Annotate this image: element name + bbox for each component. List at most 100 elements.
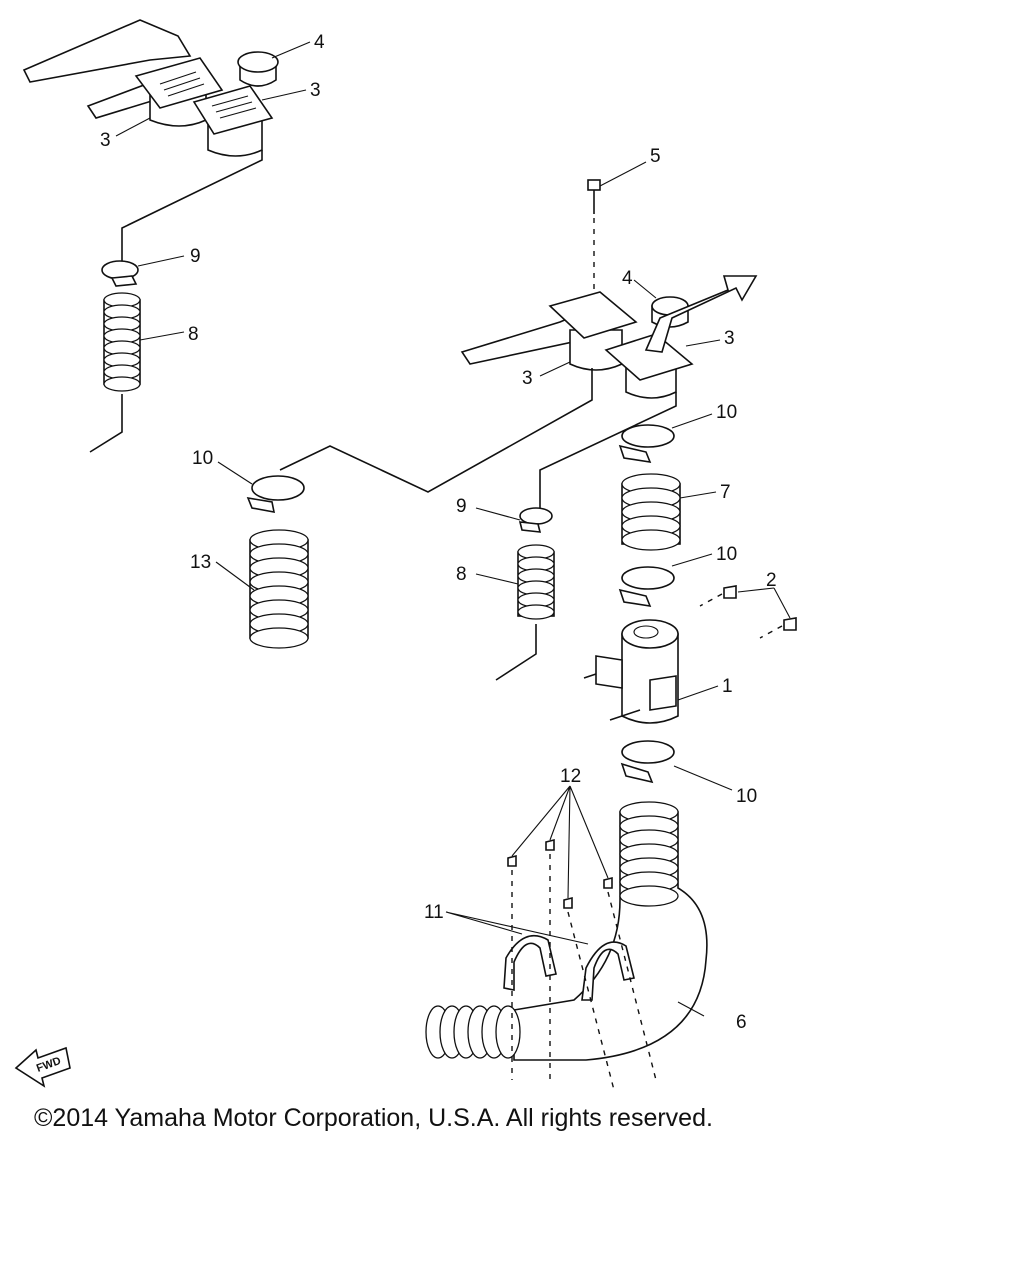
- vent-cap-top: [237, 51, 279, 73]
- leader-c11: [445, 911, 589, 945]
- connector-line-hose-8-center: [495, 624, 537, 681]
- callout-3-top-left: 3: [100, 130, 111, 151]
- leader-c7: [679, 491, 717, 499]
- hose-clamp-10-left: [251, 475, 305, 501]
- hose-strap-11-right: [581, 941, 635, 1001]
- hose-rib: [495, 1005, 521, 1059]
- callout-5: 5: [650, 146, 661, 167]
- leader-c8b: [475, 573, 519, 585]
- hose-13-assembly: [246, 475, 309, 649]
- copyright-notice: ©2014 Yamaha Motor Corporation, U.S.A. A…: [34, 1104, 713, 1132]
- leader-c5: [599, 161, 647, 187]
- leader-c4a: [271, 41, 311, 59]
- callout-10-left: 10: [192, 448, 213, 469]
- callout-3-top-right: 3: [310, 80, 321, 101]
- screw-2-upper-shank: [699, 593, 723, 607]
- part-1-cylinder-inner: [633, 625, 659, 639]
- connector-line-upper-left: [121, 150, 263, 262]
- hose-rib: [249, 627, 309, 649]
- screw-12-b: [545, 838, 555, 851]
- vent-flange-center-right: [604, 333, 694, 381]
- hose-strap-11-left: [503, 935, 557, 991]
- airflow-outlet-arrow: [644, 275, 758, 353]
- callout-9-left: 9: [190, 246, 201, 267]
- callout-8-left: 8: [188, 324, 199, 345]
- part-1-bracket-right: [649, 675, 677, 711]
- screw-12-c: [563, 896, 573, 909]
- callout-10-middle: 10: [716, 544, 737, 565]
- hose-6-body: [513, 811, 708, 1061]
- vent-grille-right: [211, 95, 257, 119]
- callout-4-top: 4: [314, 32, 325, 53]
- air-strip-upper: [22, 19, 192, 83]
- callout-10-top: 10: [716, 402, 737, 423]
- leader-c2: [737, 587, 791, 619]
- hose-clamp-10-bottom-screw: [620, 762, 654, 784]
- leader-c13: [215, 561, 255, 591]
- hose-8-center: [517, 544, 555, 620]
- part-1-mount-line-left: [583, 673, 597, 679]
- leader-lines: [115, 41, 791, 1017]
- callout-6: 6: [736, 1012, 747, 1033]
- hose-clamp-9-center-screw: [518, 521, 542, 533]
- hose-clamp-10-top: [621, 424, 675, 448]
- hose-clamp-10-middle-screw: [618, 588, 652, 608]
- callout-2: 2: [766, 570, 777, 591]
- part-1-mount-line-lower: [609, 709, 641, 721]
- hose-6-elbow: [425, 801, 708, 1061]
- leader-c10c: [217, 461, 253, 485]
- callout-4-center: 4: [622, 268, 633, 289]
- forward-arrow-icon: [14, 1046, 71, 1088]
- callout-3-center-left: 3: [522, 368, 533, 389]
- upper-left-vent-assembly: [22, 19, 279, 453]
- connector-line-to-clamp-9: [539, 392, 677, 508]
- leader-c9a: [137, 255, 185, 267]
- vent-grille-left: [159, 71, 205, 97]
- leader-c9b: [475, 507, 521, 521]
- leader-c8a: [139, 331, 185, 341]
- hose-rib: [621, 529, 681, 551]
- screw-12-d: [603, 876, 613, 889]
- callout-11: 11: [424, 902, 444, 923]
- leader-c3d: [539, 361, 571, 377]
- screw-2-upper-head: [723, 585, 737, 599]
- hose-rib: [517, 604, 555, 620]
- hose-clamp-9-center: [519, 507, 553, 525]
- leader-c12: [511, 785, 609, 899]
- leader-c3a: [261, 89, 307, 101]
- callout-3-center-right: 3: [724, 328, 735, 349]
- callout-10-bottom: 10: [736, 786, 757, 807]
- hose-clamp-10-top-screw: [618, 444, 652, 464]
- screw-5-head: [587, 179, 601, 191]
- vent-flange-right: [192, 85, 274, 135]
- screw-2-lower-shank: [759, 625, 783, 639]
- leader-c10a: [671, 413, 713, 429]
- screw-12-a: [507, 854, 517, 867]
- leader-c3b: [115, 117, 151, 137]
- hose-7: [621, 473, 681, 551]
- screw-2-lower-head: [783, 617, 797, 631]
- hose-clamp-10-middle: [621, 566, 675, 590]
- leader-c1: [677, 685, 719, 701]
- hose-clamp-10-bottom: [621, 740, 675, 764]
- callout-1: 1: [722, 676, 733, 697]
- leader-c10e: [673, 765, 733, 791]
- callout-7: 7: [720, 482, 731, 503]
- callout-9-center: 9: [456, 496, 467, 517]
- callout-labels: 4 3 3 9 8 5 4 3 3 10 7 10 2 1 10 10 13 9…: [100, 32, 777, 1033]
- hose-13: [249, 529, 309, 649]
- leader-c10b: [671, 553, 713, 567]
- leader-c4b: [633, 279, 657, 299]
- part-1-cylinder-top: [621, 619, 679, 649]
- hose-clamp-10-left-screw: [246, 496, 276, 513]
- vent-flange-center-left: [548, 291, 638, 339]
- screw-12-c-guide: [567, 911, 615, 1091]
- callout-13: 13: [190, 552, 211, 573]
- connector-line-hose-8-left: [89, 394, 123, 453]
- leader-c3c: [685, 339, 721, 347]
- part-1-bracket-left: [595, 655, 623, 689]
- hose-8-left: [103, 292, 141, 392]
- callout-8-center: 8: [456, 564, 467, 585]
